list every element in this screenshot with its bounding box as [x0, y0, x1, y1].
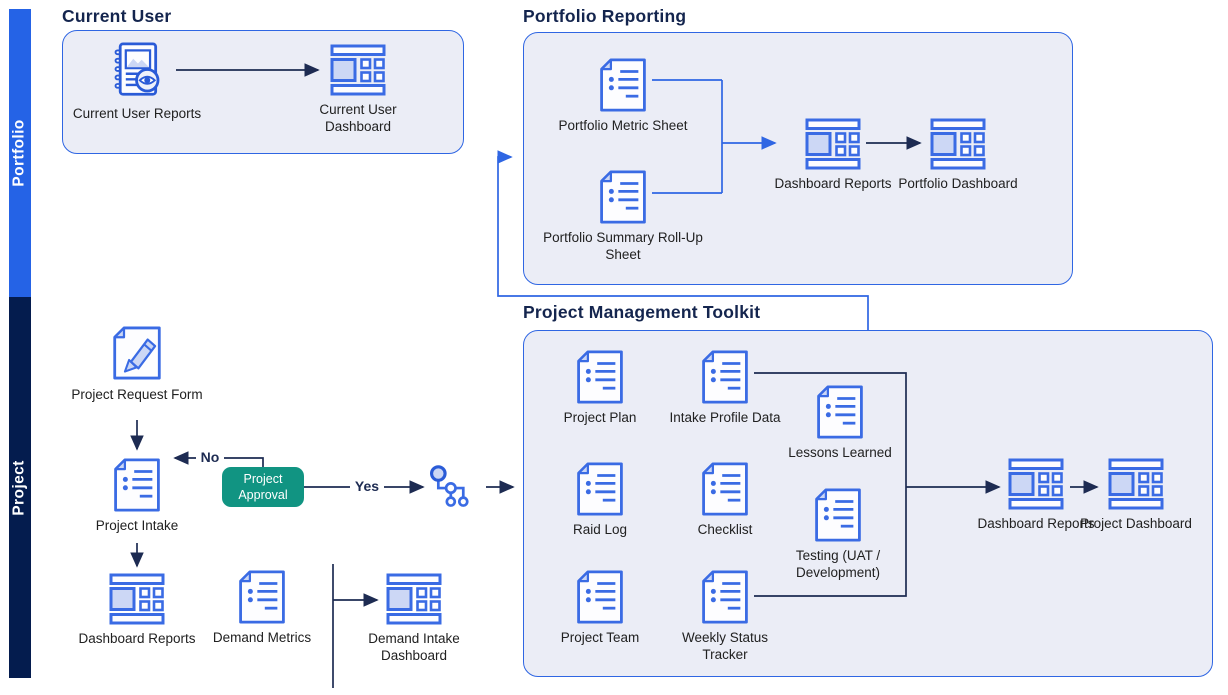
document-icon [598, 170, 648, 224]
document-icon [813, 488, 863, 542]
node-testing: Testing (UAT / Development) [758, 488, 918, 582]
edge-label-no: No [200, 449, 220, 465]
document-icon [700, 350, 750, 404]
document-icon [598, 58, 648, 112]
dashboard-icon [109, 573, 165, 625]
node-label: Weekly Status Tracker [681, 630, 769, 663]
form-pencil-icon [111, 325, 163, 381]
dashboard-icon [1008, 458, 1064, 510]
document-icon [575, 462, 625, 516]
portfolio-lane-band: Portfolio [9, 9, 31, 297]
document-icon [575, 570, 625, 624]
node-workflow [430, 464, 482, 508]
node-label: Project Intake [95, 518, 179, 533]
node-current-user-reports: Current User Reports [72, 40, 202, 122]
node-label: Testing (UAT / Development) [795, 548, 881, 581]
node-intake-profile-data: Intake Profile Data [665, 350, 785, 426]
document-icon [237, 570, 287, 624]
document-icon [815, 385, 865, 439]
node-pmt-dashboard-reports: Dashboard Reports [976, 458, 1096, 532]
node-label: Project Request Form [71, 387, 203, 402]
decision-project-approval: Project Approval [222, 467, 304, 507]
document-icon [700, 570, 750, 624]
node-intake-dashboard-reports: Dashboard Reports [77, 573, 197, 647]
node-label: Portfolio Summary Roll-Up Sheet [543, 230, 703, 263]
report-eye-icon [109, 40, 165, 100]
node-label: Demand Intake Dashboard [368, 631, 460, 664]
node-demand-intake-dashboard: Demand Intake Dashboard [339, 573, 489, 665]
node-label: Checklist [697, 522, 753, 537]
node-project-team: Project Team [535, 570, 665, 646]
node-label: Project Team [560, 630, 640, 645]
dashboard-icon [1108, 458, 1164, 510]
pm-toolkit-title: Project Management Toolkit [523, 302, 761, 322]
node-checklist: Checklist [665, 462, 785, 538]
dashboard-icon [930, 118, 986, 170]
portfolio-reporting-title: Portfolio Reporting [523, 6, 687, 26]
node-portfolio-summary-sheet: Portfolio Summary Roll-Up Sheet [538, 170, 708, 264]
edge-label-yes: Yes [354, 478, 380, 494]
node-weekly-status-tracker: Weekly Status Tracker [660, 570, 790, 664]
document-icon [112, 458, 162, 512]
workflow-icon [430, 464, 482, 508]
node-label: Portfolio Dashboard [898, 176, 1018, 191]
dashboard-icon [330, 44, 386, 96]
node-project-plan: Project Plan [535, 350, 665, 426]
node-pr-dashboard-reports: Dashboard Reports [773, 118, 893, 192]
node-project-dashboard: Project Dashboard [1076, 458, 1196, 532]
node-label: Project Plan [563, 410, 637, 425]
document-icon [575, 350, 625, 404]
document-icon [700, 462, 750, 516]
node-project-request-form: Project Request Form [67, 325, 207, 403]
node-portfolio-metric-sheet: Portfolio Metric Sheet [553, 58, 693, 134]
node-current-user-dashboard: Current User Dashboard [298, 44, 418, 136]
node-raid-log: Raid Log [540, 462, 660, 538]
node-label: Current User Reports [72, 106, 202, 121]
node-label: Dashboard Reports [977, 516, 1095, 531]
portfolio-lane-label: Portfolio [11, 119, 28, 187]
node-label: Dashboard Reports [78, 631, 196, 646]
current-user-title: Current User [62, 6, 172, 26]
node-label: Dashboard Reports [774, 176, 892, 191]
dashboard-icon [386, 573, 442, 625]
node-label: Project Dashboard [1080, 516, 1192, 531]
node-portfolio-dashboard: Portfolio Dashboard [898, 118, 1018, 192]
node-label: Raid Log [572, 522, 628, 537]
node-demand-metrics: Demand Metrics [212, 570, 312, 646]
node-lessons-learned: Lessons Learned [760, 385, 920, 461]
dashboard-icon [805, 118, 861, 170]
project-lane-band: Project [9, 297, 31, 678]
node-label: Lessons Learned [788, 445, 892, 460]
node-project-intake: Project Intake [67, 458, 207, 534]
node-label: Demand Metrics [212, 630, 312, 645]
node-label: Intake Profile Data [669, 410, 781, 425]
node-label: Portfolio Metric Sheet [558, 118, 688, 133]
node-label: Current User Dashboard [319, 102, 397, 135]
project-lane-label: Project [11, 459, 29, 516]
